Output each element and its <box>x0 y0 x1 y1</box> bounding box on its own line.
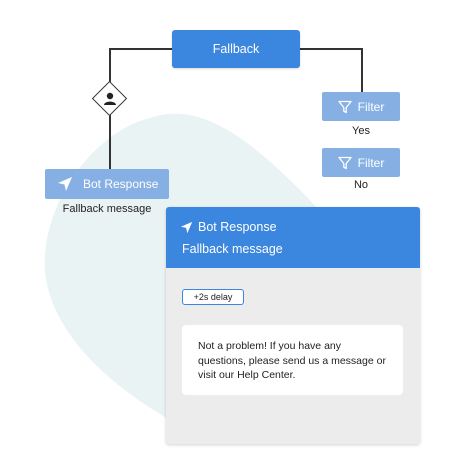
send-icon <box>58 177 72 191</box>
connector-line <box>109 110 111 170</box>
filter-node-yes[interactable]: Filter <box>322 92 400 121</box>
connector-line <box>109 48 172 50</box>
connector-line <box>300 48 362 50</box>
filter-label: Filter <box>357 155 385 170</box>
connector-line <box>361 48 363 92</box>
panel-title: Bot Response <box>198 220 277 234</box>
filter-icon <box>338 100 352 113</box>
panel-header: Bot Response Fallback message <box>166 207 420 268</box>
user-icon <box>104 92 116 105</box>
filter-label: Filter <box>357 99 385 114</box>
connector-line <box>109 48 111 88</box>
send-icon <box>180 221 193 234</box>
filter-node-no[interactable]: Filter <box>322 148 400 177</box>
delay-badge[interactable]: +2s delay <box>182 289 244 305</box>
filter-caption-yes: Yes <box>352 125 370 137</box>
bot-response-caption: Fallback message <box>62 203 152 215</box>
message-bubble[interactable]: Not a problem! If you have any questions… <box>182 325 403 395</box>
filter-caption-no: No <box>353 179 369 191</box>
message-text: Not a problem! If you have any questions… <box>198 340 386 381</box>
fallback-label: Fallback <box>212 42 260 56</box>
fallback-node[interactable]: Fallback <box>172 30 300 68</box>
bot-response-panel[interactable]: Bot Response Fallback message +2s delay … <box>166 207 420 444</box>
panel-subtitle: Fallback message <box>182 242 283 256</box>
filter-icon <box>338 156 352 169</box>
bot-response-label: Bot Response <box>83 177 159 191</box>
bot-response-node[interactable]: Bot Response <box>45 169 169 199</box>
